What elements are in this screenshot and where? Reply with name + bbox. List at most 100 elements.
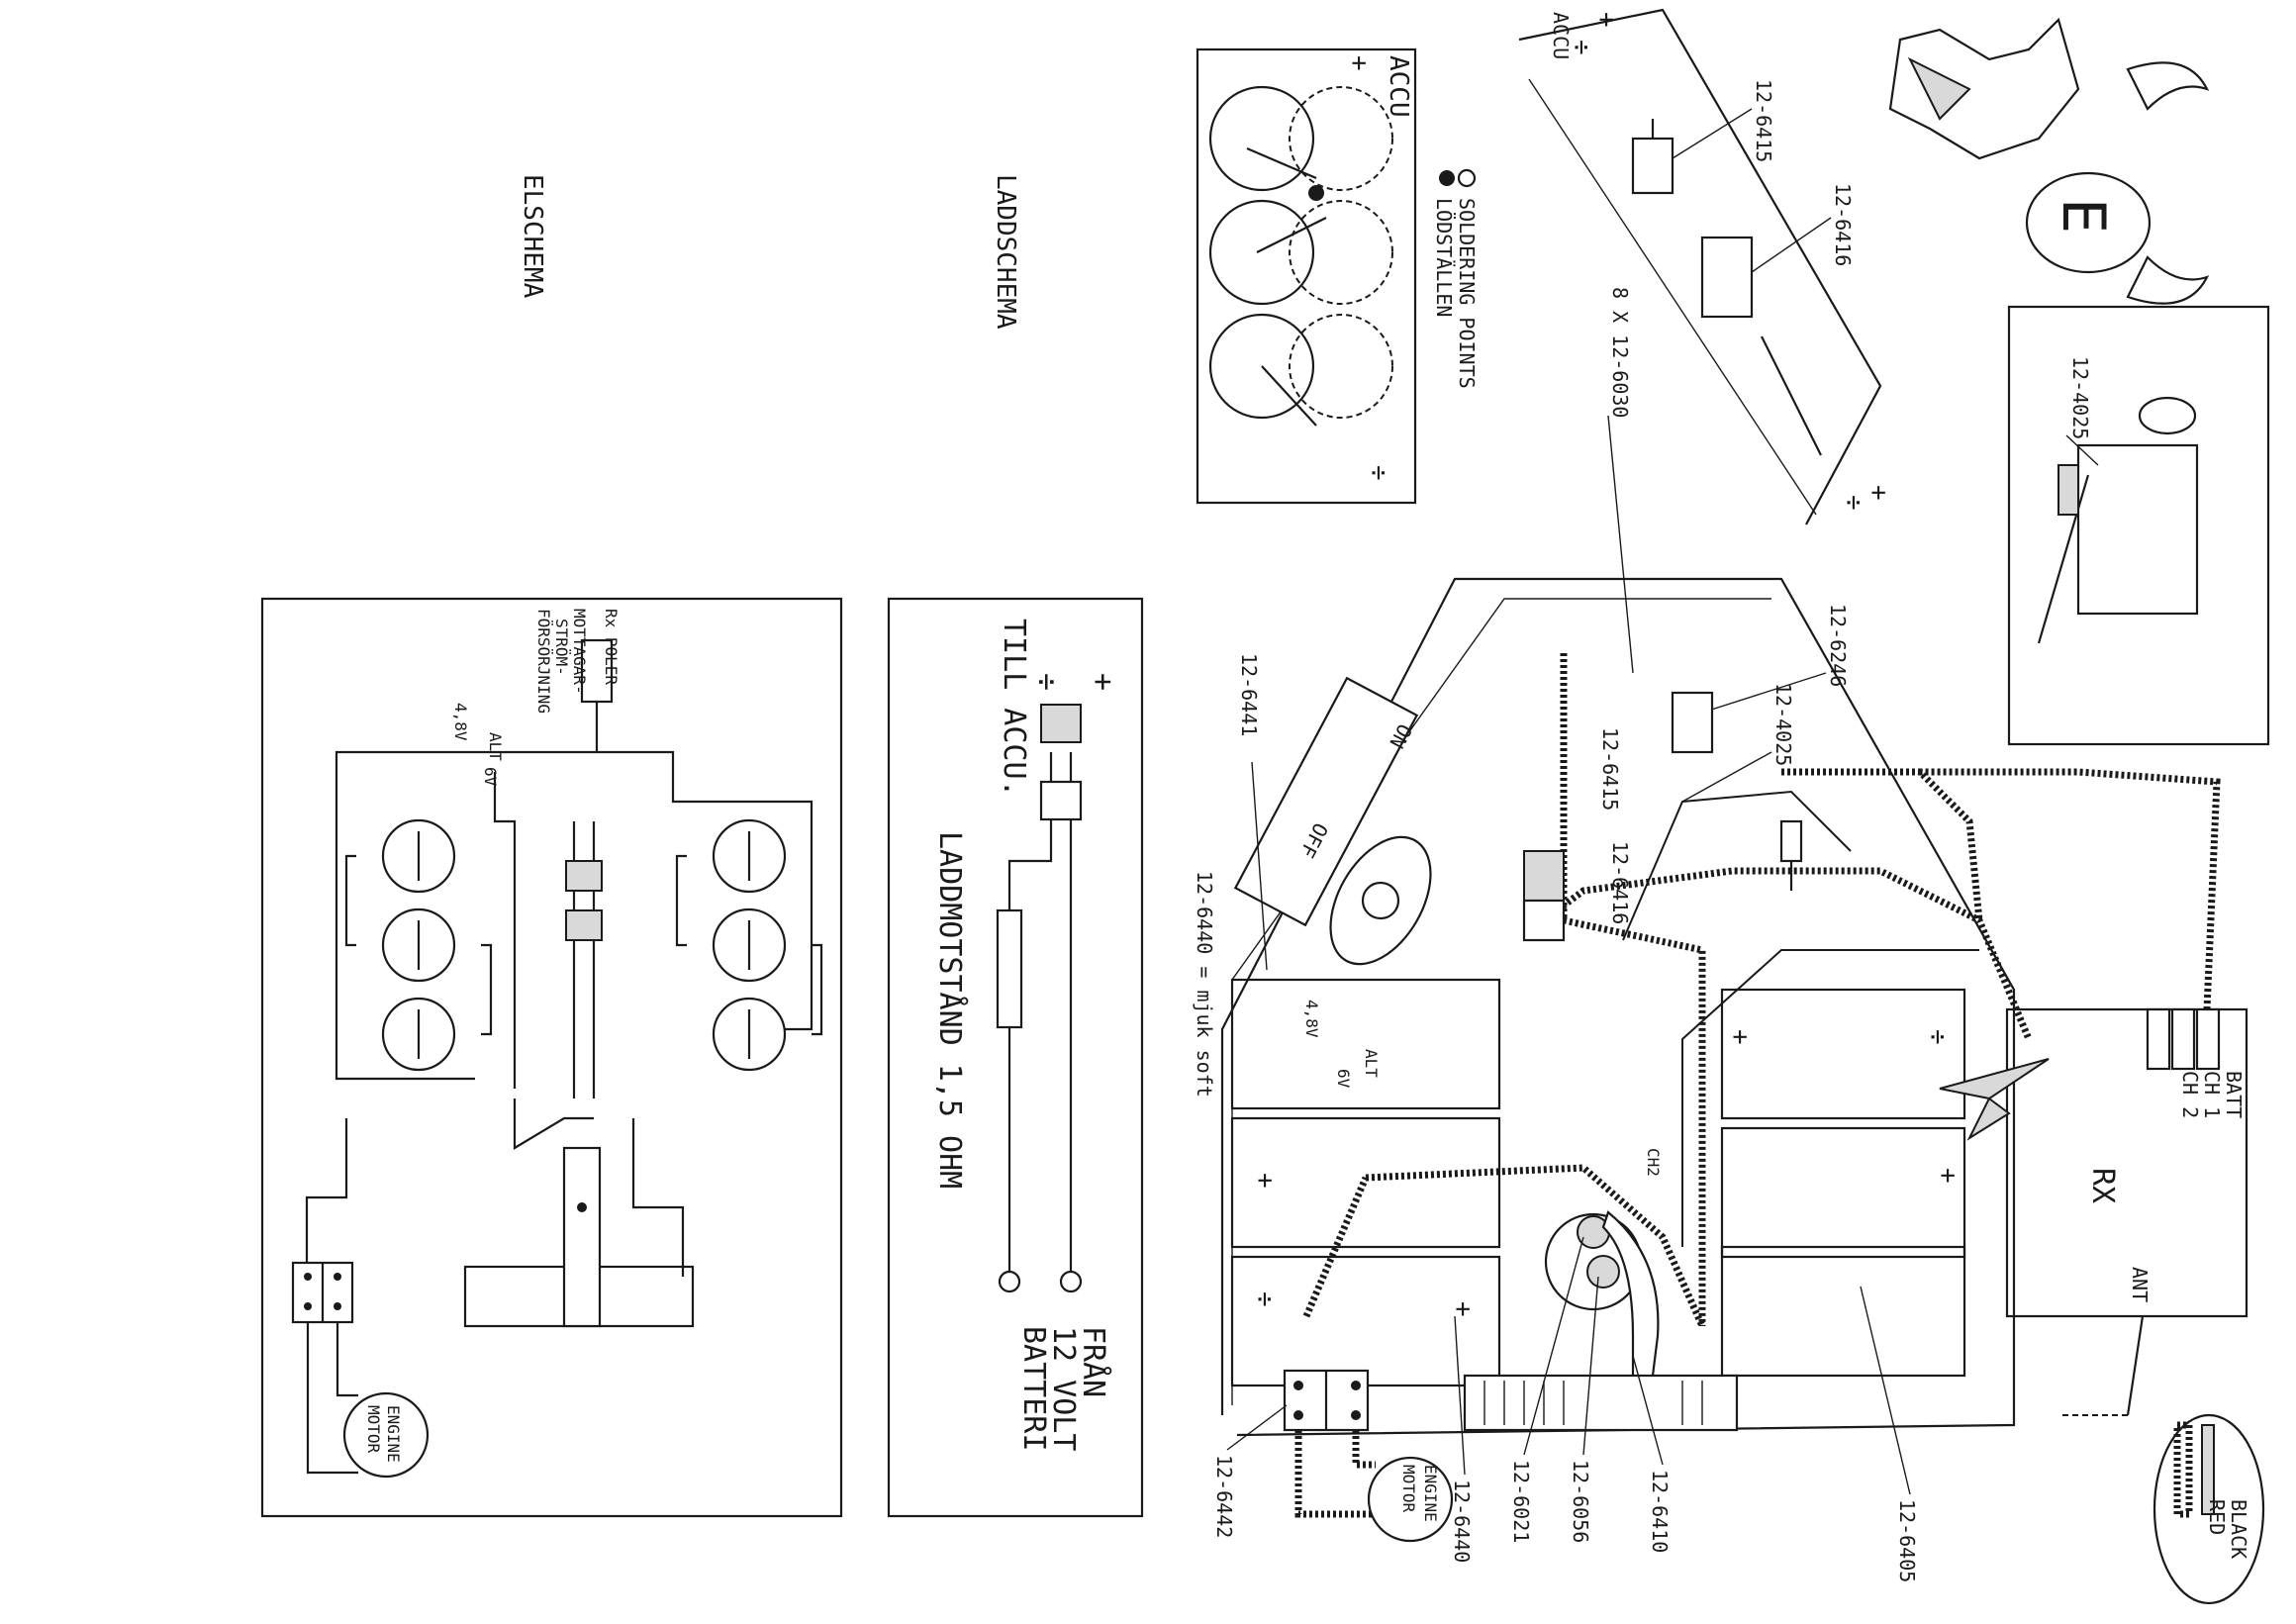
accu-cell	[1289, 86, 1393, 191]
charge-minus: ÷	[1029, 673, 1064, 691]
wire-harness	[1781, 768, 1983, 921]
servo-12-6246	[1671, 691, 1714, 754]
connector-detail: + ÷ ACCU 12-6415 12-6416 8 X 12-6030 + ÷	[1518, 8, 1893, 674]
part-12-6441: 12-6441	[1237, 653, 1261, 736]
main-assembly: + + + + ÷ ÷ ON OFF	[1193, 577, 2265, 1605]
ch2-plug-label: CH2	[1644, 1148, 1663, 1177]
part-8x12-6030: 8 X 12-6030	[1608, 287, 1632, 418]
accu-cell	[1289, 314, 1393, 419]
batt-minus: ÷	[1250, 1291, 1280, 1307]
hull-outline	[1220, 577, 2016, 1437]
batt-plus: +	[1250, 1173, 1280, 1189]
accu-inset-title: ACCU	[1384, 55, 1413, 118]
rx-poler-label: Rx POLER	[602, 609, 621, 685]
rx-ant-label: ANT	[2128, 1267, 2152, 1302]
viking-logo: E	[1888, 17, 2210, 305]
part-12-6440-note: 12-6440 = mjuk soft	[1193, 871, 1216, 1098]
accu-minus-label: ÷	[1567, 40, 1596, 55]
motor-wire	[1352, 1430, 1376, 1469]
accu-inset-frame	[1196, 48, 1417, 505]
electrical-schematic: Rx POLER MOTTAGAR- STRÖM- FÖRSÖRJNING AL…	[260, 597, 843, 1518]
engine-motor	[342, 1391, 430, 1479]
part-12-6056: 12-6056	[1569, 1460, 1592, 1543]
battery-pack	[1720, 988, 1966, 1120]
wire-legend	[2152, 1413, 2265, 1605]
rx-ch2-label: CH 2	[2178, 1071, 2202, 1118]
servo-detail-frame	[2007, 305, 2270, 746]
assembly-v48-label: 4,8V	[1302, 1000, 1321, 1038]
charge-socket	[1039, 780, 1083, 821]
charge-resistor	[996, 908, 1023, 1029]
switch-shaft	[562, 1146, 602, 1328]
battery-pack	[1230, 978, 1501, 1110]
accu-cell	[1208, 85, 1315, 192]
batt-minus: ÷	[1923, 1029, 1953, 1045]
batt-plus: +	[1448, 1301, 1478, 1317]
rx-ch1-label: CH 1	[2200, 1071, 2224, 1118]
fran-label-2: 12 VOLT	[1046, 1326, 1081, 1451]
accu-plus-label: +	[1591, 12, 1621, 28]
elschema-title: ELSCHEMA	[518, 174, 547, 299]
legend-red-label: RED	[2205, 1499, 2229, 1535]
battery-pack	[1720, 1245, 1966, 1378]
charge-schematic-frame	[887, 597, 1144, 1518]
accu-cell	[1208, 313, 1315, 420]
arrow-icon	[1939, 1058, 2050, 1141]
part-12-6416: 12-6416	[1608, 841, 1632, 924]
motor-wire	[1294, 1430, 1376, 1518]
mottagare-label-3: FÖRSÖRJNING	[534, 609, 553, 714]
accu-cell	[1208, 199, 1315, 306]
rx-port-ch2	[2195, 1007, 2221, 1071]
fran-label-3: BATTERI	[1016, 1326, 1051, 1451]
rudder-plate	[1463, 1374, 1739, 1432]
electrical-schematic-frame	[260, 597, 843, 1518]
part-12-6416-top: 12-6416	[1831, 183, 1855, 266]
battery-pack	[1230, 1255, 1501, 1387]
on-off-switch[interactable]	[1233, 676, 1419, 927]
receiver-rx	[2005, 1007, 2248, 1318]
mottagare-label-1: MOTTAGAR-	[570, 609, 589, 695]
battery-pack	[1720, 1126, 1966, 1259]
rx-port-ch1	[2170, 1007, 2196, 1071]
part-12-6410: 12-6410	[1648, 1470, 1672, 1553]
accu-cell	[1289, 200, 1393, 305]
accu-inset: ACCU + ÷ SOLDERING POINTS LÖDSTÄLLEN	[1196, 48, 1479, 505]
charge-plug	[1040, 704, 1082, 743]
part-12-6415: 12-6415	[1598, 727, 1622, 811]
motor-label: MOTOR	[364, 1405, 383, 1454]
accu-inset-minus: ÷	[1364, 465, 1393, 481]
accu-strip-label: ACCU	[1549, 12, 1573, 59]
strip-plus: +	[1864, 485, 1893, 501]
battery-pack	[1230, 1116, 1501, 1249]
fran-label-1: FRÅN	[1076, 1326, 1111, 1397]
wire-harness	[1302, 1176, 1370, 1318]
assembly-motor-label: MOTOR	[1399, 1465, 1418, 1513]
connector-12-6416	[1700, 236, 1754, 319]
laddschema-title: LADDSCHEMA	[991, 174, 1020, 330]
charge-plus: +	[1086, 673, 1120, 691]
legend-black-wire	[2173, 1421, 2193, 1518]
assembly-engine-label: ENGINE	[1421, 1465, 1440, 1522]
v6-label: 6V	[481, 767, 500, 787]
till-accu-label: TILL ACCU.	[997, 619, 1031, 798]
hatch-knob	[1329, 835, 1432, 966]
assembly-alt-label: ALT	[1362, 1049, 1381, 1078]
part-12-6021: 12-6021	[1509, 1460, 1533, 1543]
servo-arm	[2138, 396, 2197, 435]
part-12-6440: 12-6440	[1450, 1480, 1474, 1563]
connector	[565, 909, 603, 941]
resistor-label: LADDMOTSTÅND 1,5 OHM	[932, 831, 968, 1189]
part-12-4025: 12-4025	[1771, 683, 1795, 766]
strip-minus: ÷	[1839, 495, 1868, 511]
legend-black-label: BLACK	[2227, 1499, 2250, 1559]
mottagare-label-2: STRÖM-	[552, 619, 571, 676]
rx-batt-label: BATT	[2222, 1071, 2246, 1118]
batt-plus: +	[1725, 1029, 1755, 1045]
wire-harness	[1365, 1164, 1706, 1328]
wire-harness	[1541, 867, 2033, 1041]
accu-inset-plus: +	[1344, 55, 1374, 71]
connector	[565, 860, 603, 892]
assembly-v6-label: 6V	[1334, 1069, 1353, 1089]
part-12-6415-top: 12-6415	[1752, 79, 1775, 162]
logo-letter: E	[2049, 198, 2118, 234]
